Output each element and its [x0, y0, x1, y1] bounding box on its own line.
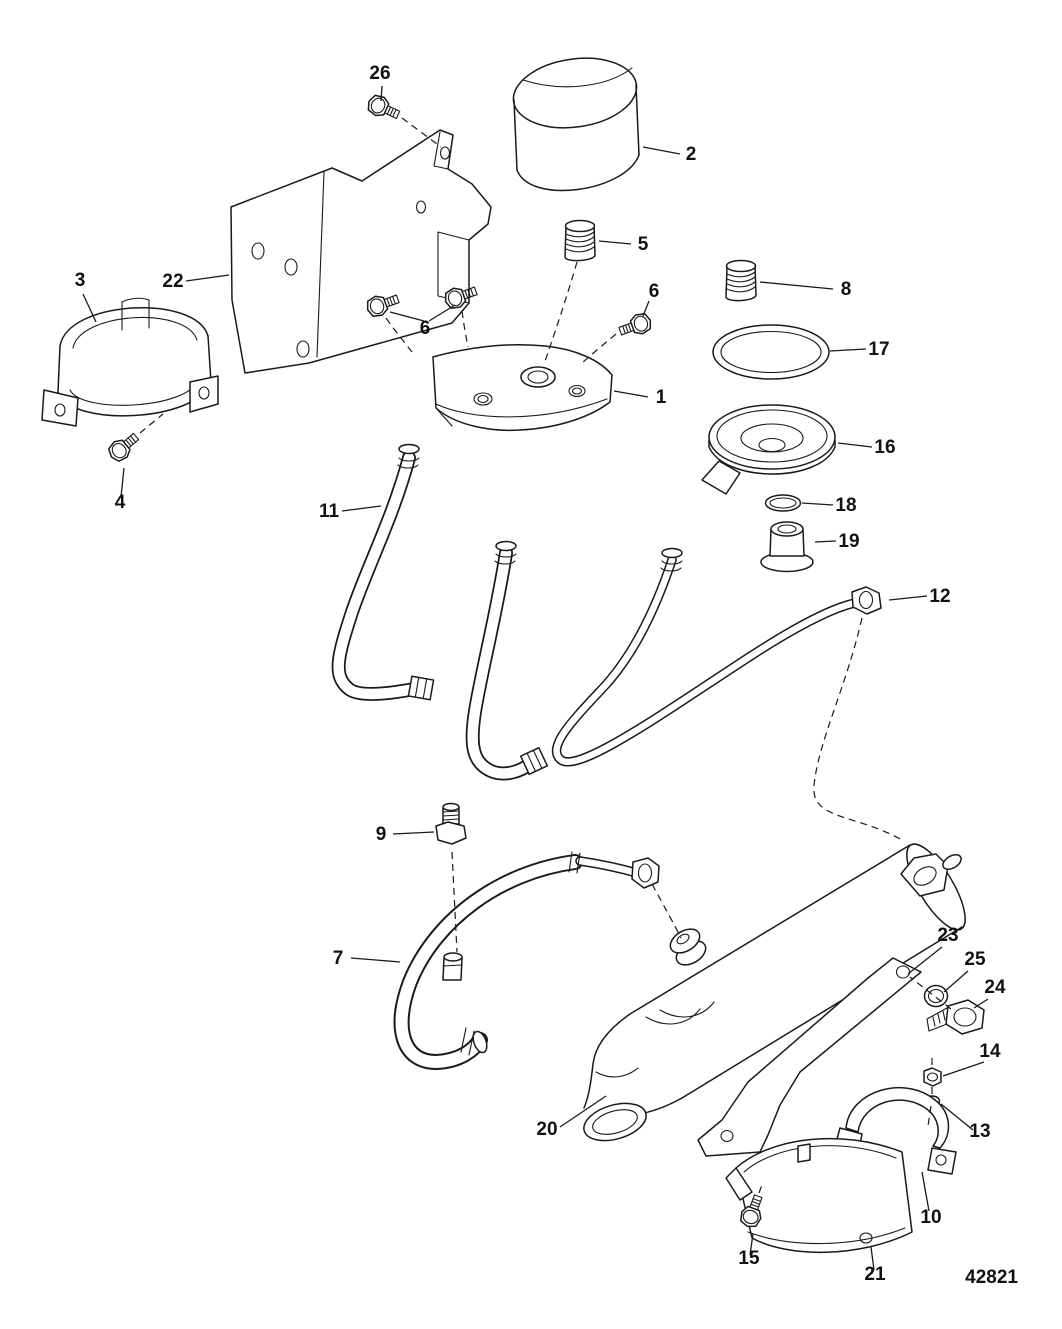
callout-12: 12	[929, 586, 950, 607]
callout-leader-lines	[82, 85, 989, 1271]
hose-7	[393, 851, 660, 1071]
mounting-bracket-22	[230, 129, 492, 374]
callout-13: 13	[969, 1121, 990, 1142]
callout-21: 21	[864, 1264, 886, 1285]
callout-7: 7	[333, 948, 344, 969]
callout-24: 24	[984, 977, 1006, 998]
callout-18: 18	[835, 495, 856, 516]
callout-22: 22	[162, 271, 183, 292]
callout-1: 1	[656, 387, 667, 408]
hose-11	[331, 443, 435, 701]
o-ring-18	[764, 494, 802, 512]
callout-9: 9	[376, 824, 387, 845]
callout-16: 16	[874, 437, 895, 458]
callout-26: 26	[369, 63, 390, 84]
nut-14	[923, 1067, 942, 1087]
callout-3: 3	[75, 270, 86, 291]
callout-23: 23	[937, 925, 958, 946]
callout-19: 19	[838, 531, 859, 552]
callout-11: 11	[319, 501, 340, 522]
fitting-9	[435, 802, 467, 845]
callout-20: 20	[536, 1119, 557, 1140]
callout-17: 17	[868, 339, 889, 360]
bolt-24	[926, 999, 985, 1035]
oil-cooler-20	[583, 843, 966, 1142]
hose-middle	[465, 540, 549, 781]
filter-bracket-1	[432, 344, 613, 432]
strap-clamp-3	[41, 297, 219, 427]
callout-15: 15	[738, 1248, 760, 1269]
o-ring-25	[923, 984, 949, 1008]
oil-tube-12	[551, 547, 882, 767]
sleeve-fitting-19	[760, 521, 814, 573]
callout-6-right: 6	[649, 281, 660, 302]
drawing-number: 42821	[965, 1267, 1018, 1288]
callout-14: 14	[979, 1041, 1001, 1062]
callout-8: 8	[841, 279, 852, 300]
callout-2: 2	[686, 144, 697, 165]
o-ring-17	[712, 324, 830, 380]
threaded-fitting-8	[725, 259, 757, 302]
threaded-fitting-5	[564, 219, 596, 262]
shield-21	[725, 1137, 913, 1253]
adapter-plate-16	[701, 404, 836, 495]
callout-5: 5	[638, 234, 649, 255]
callout-25: 25	[964, 949, 986, 970]
callout-6-left: 6	[420, 318, 431, 339]
callout-4: 4	[115, 492, 126, 513]
assembly-dashed-lines	[139, 117, 952, 1194]
callout-10: 10	[920, 1207, 941, 1228]
callout-labels: 26 2 5 8 22 6 6 3 17 1 16 4 18 19 11 12 …	[75, 63, 1019, 1288]
support-bracket-23	[697, 957, 922, 1157]
oil-filter-2	[512, 57, 640, 192]
